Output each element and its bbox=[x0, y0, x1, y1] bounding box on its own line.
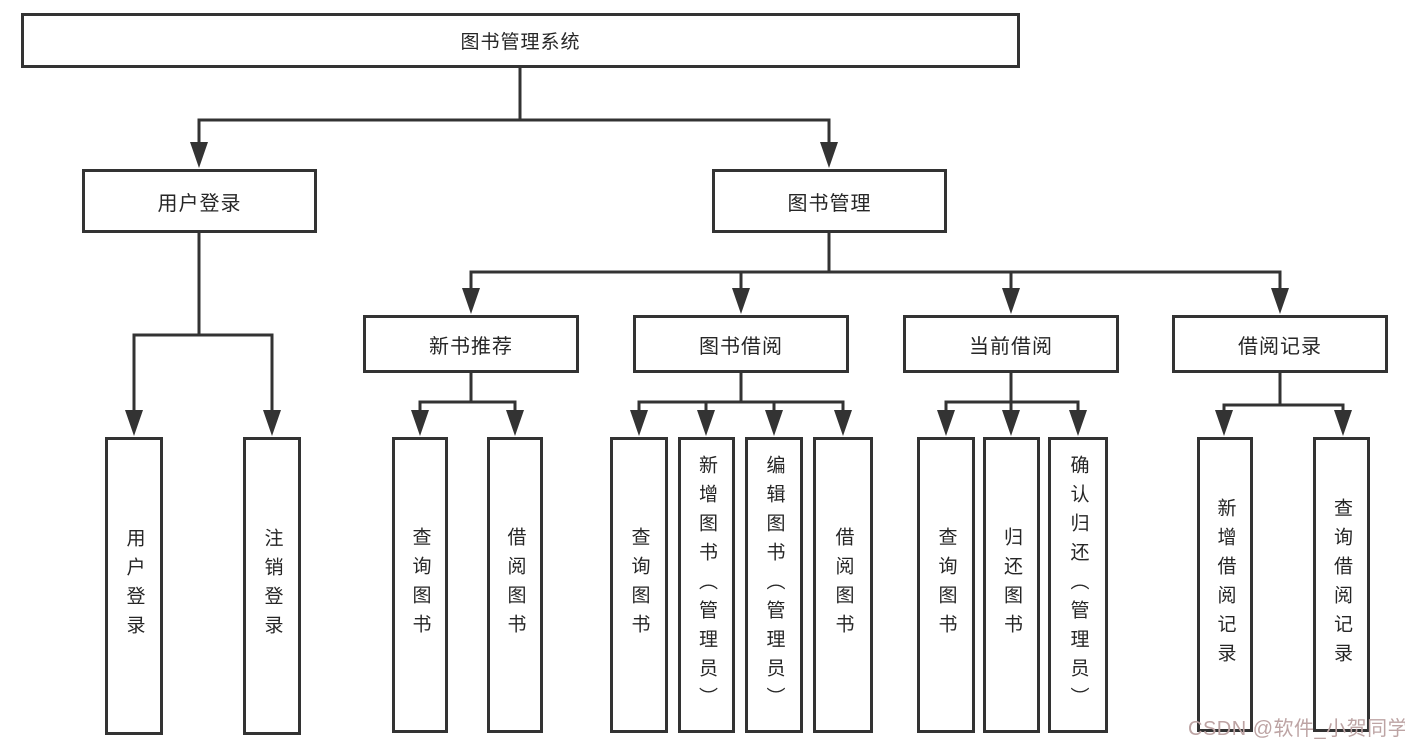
node-current-borrowing: 当前借阅 bbox=[903, 315, 1119, 373]
leaf-confirm-return-admin: 确认归还（管理员） bbox=[1048, 437, 1108, 733]
node-book-management: 图书管理 bbox=[712, 169, 947, 233]
leaf-user-login: 用户登录 bbox=[105, 437, 163, 735]
connector-lines bbox=[132, 66, 1345, 416]
leaf-query-borrowing-record: 查询借阅记录 bbox=[1313, 437, 1370, 732]
node-book-borrowing: 图书借阅 bbox=[633, 315, 849, 373]
leaf-borrow-books-recommend: 借阅图书 bbox=[487, 437, 543, 733]
node-library-management-system: 图书管理系统 bbox=[21, 13, 1020, 68]
leaf-add-books-admin: 新增图书（管理员） bbox=[678, 437, 735, 733]
node-borrowing-records: 借阅记录 bbox=[1172, 315, 1388, 373]
leaf-query-books-current: 查询图书 bbox=[917, 437, 975, 733]
csdn-watermark: CSDN @软件_小贺同学 bbox=[1188, 718, 1405, 740]
leaf-edit-books-admin: 编辑图书（管理员） bbox=[745, 437, 803, 733]
leaf-query-books-borrowing: 查询图书 bbox=[610, 437, 668, 733]
node-user-login: 用户登录 bbox=[82, 169, 317, 233]
leaf-query-books-recommend: 查询图书 bbox=[392, 437, 448, 733]
leaf-logout: 注销登录 bbox=[243, 437, 301, 735]
node-new-book-recommendation: 新书推荐 bbox=[363, 315, 579, 373]
leaf-borrow-books-borrowing: 借阅图书 bbox=[813, 437, 873, 733]
leaf-return-books: 归还图书 bbox=[983, 437, 1040, 733]
arrowheads bbox=[125, 142, 1352, 436]
leaf-add-borrowing-record: 新增借阅记录 bbox=[1197, 437, 1253, 732]
